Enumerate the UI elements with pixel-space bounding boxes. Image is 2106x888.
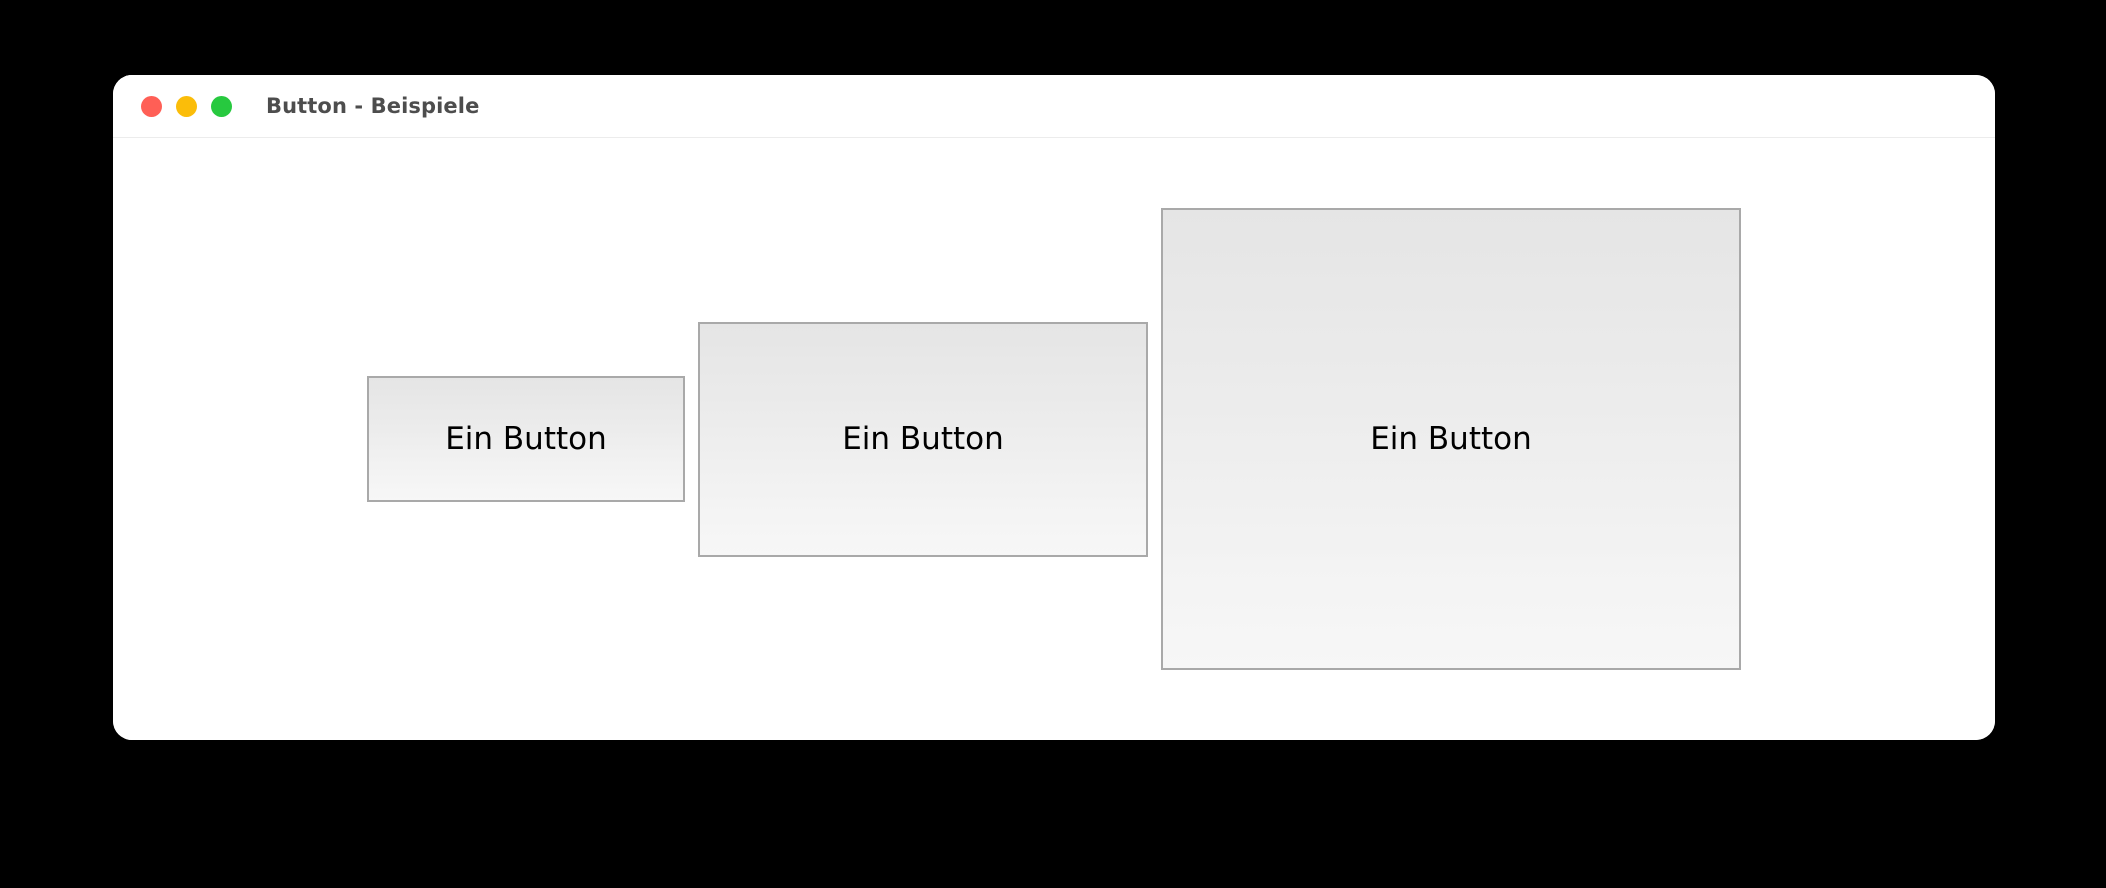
example-button-medium[interactable]: Ein Button [698,321,1148,557]
application-window: Button - Beispiele Ein Button Ein Button… [113,75,1995,740]
window-controls [141,95,232,117]
window-title: Button - Beispiele [266,94,480,118]
zoom-button-icon[interactable] [211,95,232,117]
example-button-small[interactable]: Ein Button [367,376,685,502]
button-examples-row: Ein Button Ein Button Ein Button [113,138,1995,740]
close-button-icon[interactable] [141,95,162,117]
window-content-area: Ein Button Ein Button Ein Button [113,138,1995,740]
minimize-button-icon[interactable] [176,95,197,117]
window-titlebar[interactable]: Button - Beispiele [113,75,1995,138]
example-button-large[interactable]: Ein Button [1161,208,1741,670]
